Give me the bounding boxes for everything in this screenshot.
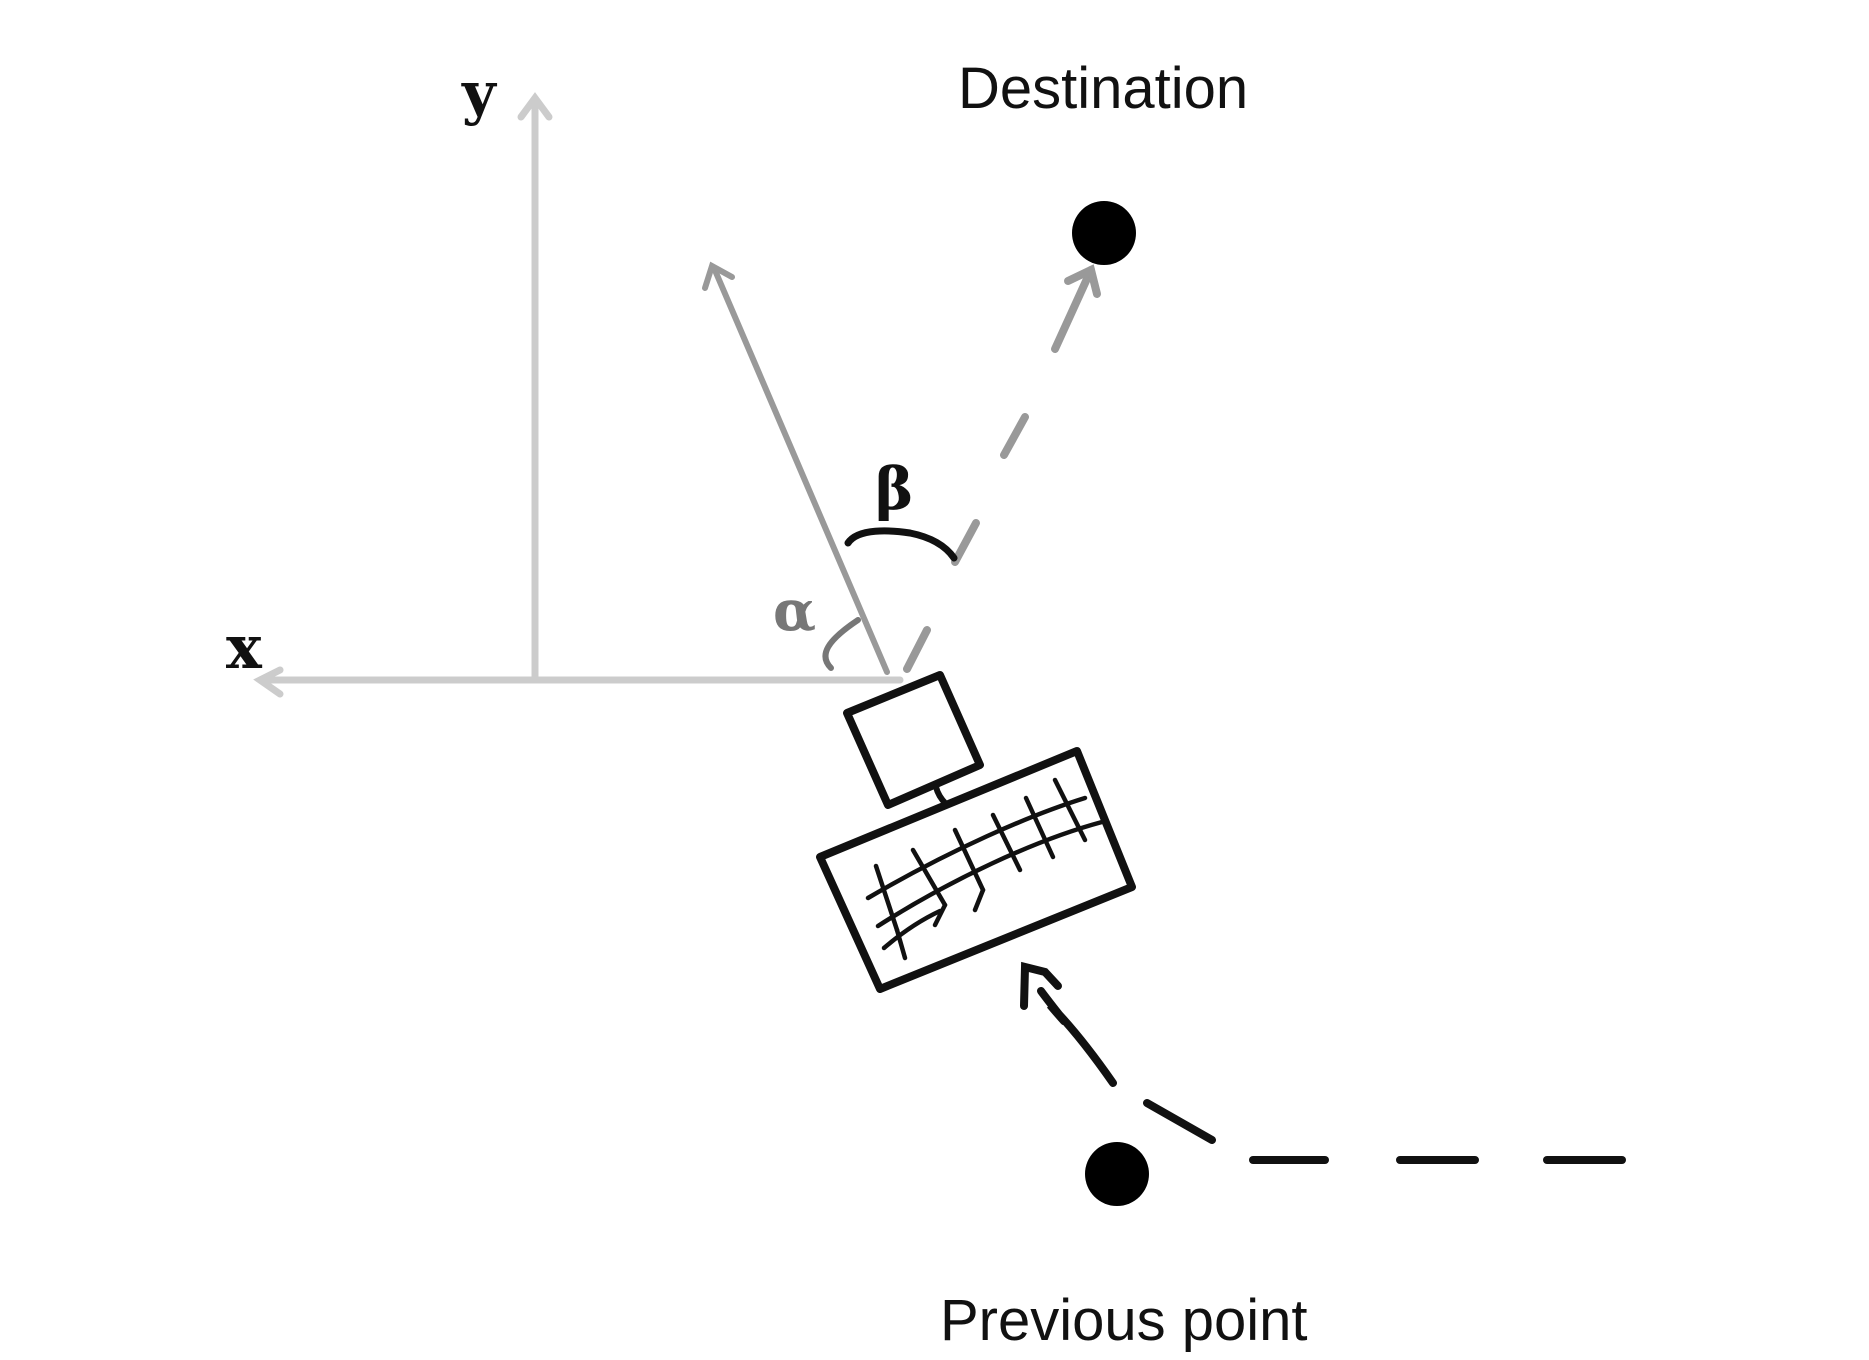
destination-arrowhead [1064, 264, 1101, 298]
x-axis-arrowhead [253, 666, 284, 698]
motion-dash-1 [1143, 1099, 1216, 1144]
y-axis-label: y [462, 59, 496, 127]
alpha-angle-label: α [773, 578, 817, 644]
heading-line [711, 265, 890, 675]
heading-arrowhead [702, 261, 735, 291]
beta-angle-label: β [875, 455, 914, 523]
destination-point [1072, 201, 1136, 265]
y-axis-arrowhead [517, 92, 553, 121]
beta-angle-arc [844, 527, 958, 562]
motion-arrowhead [1020, 961, 1062, 1010]
x-axis-label: x [226, 613, 262, 683]
previous-point [1085, 1142, 1149, 1206]
coordinate-axes [253, 92, 904, 698]
robot [816, 671, 1136, 993]
robot-head [843, 671, 984, 809]
motion-arrow-shaft [1037, 987, 1117, 1087]
dashed-path-to-destination [903, 264, 1101, 673]
robot-keyboard-grid [865, 777, 1105, 961]
heading-vector [702, 261, 890, 675]
alpha-angle-arc [822, 617, 861, 671]
destination-label: Destination [958, 56, 1249, 121]
motion-path-from-previous-point [1020, 961, 1626, 1164]
previous-point-label: Previous point [940, 1288, 1308, 1353]
